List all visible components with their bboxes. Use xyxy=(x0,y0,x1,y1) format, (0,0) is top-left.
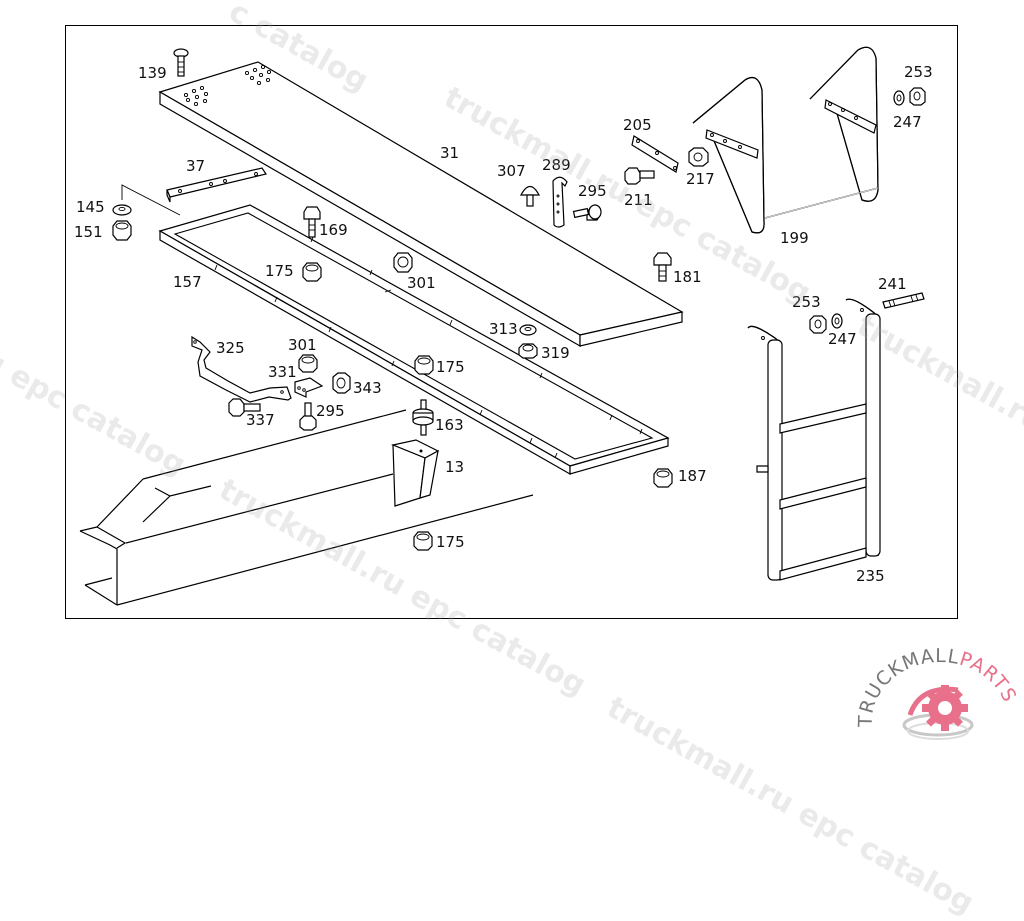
callout-145[interactable]: 145 xyxy=(76,198,105,216)
bolt-337[interactable] xyxy=(228,398,261,417)
callout-151[interactable]: 151 xyxy=(74,223,103,241)
callout-199[interactable]: 199 xyxy=(780,229,809,247)
gear-icon xyxy=(902,685,974,740)
bolt-181[interactable] xyxy=(653,252,672,282)
callout-31[interactable]: 31 xyxy=(440,144,459,162)
fastener-307[interactable] xyxy=(520,185,540,207)
nut-187[interactable] xyxy=(653,468,673,488)
callout-217[interactable]: 217 xyxy=(686,170,715,188)
callout-247-upper[interactable]: 247 xyxy=(893,113,922,131)
callout-163[interactable]: 163 xyxy=(435,416,464,434)
callout-13[interactable]: 13 xyxy=(445,458,464,476)
callout-295-upper[interactable]: 295 xyxy=(578,182,607,200)
nut-175-lower[interactable] xyxy=(413,531,433,551)
logo-text-accent: PARTS xyxy=(957,648,1021,706)
parts-diagram: 139 31 37 145 151 157 169 175 301 307 28… xyxy=(74,46,933,606)
nut-319[interactable] xyxy=(518,343,538,359)
nut-253-lower[interactable] xyxy=(809,315,827,334)
truckmall-parts-logo[interactable]: TRUCKMALLPARTS xyxy=(850,645,1024,750)
chassis-rail[interactable] xyxy=(79,409,534,606)
callout-37[interactable]: 37 xyxy=(186,157,205,175)
rubber-mount-163[interactable] xyxy=(412,399,434,436)
board-holes xyxy=(183,64,272,107)
callout-175-upper[interactable]: 175 xyxy=(265,262,294,280)
callout-325[interactable]: 325 xyxy=(216,339,245,357)
callout-211[interactable]: 211 xyxy=(624,191,653,209)
callout-139[interactable]: 139 xyxy=(138,64,167,82)
washer-247-upper[interactable] xyxy=(893,90,905,106)
bracket-199[interactable] xyxy=(692,46,879,234)
callout-301-upper[interactable]: 301 xyxy=(407,274,436,292)
callout-241[interactable]: 241 xyxy=(878,275,907,293)
plate-331[interactable] xyxy=(294,377,324,398)
ladder-235[interactable] xyxy=(747,298,881,581)
callout-289[interactable]: 289 xyxy=(542,156,571,174)
callout-295-lower[interactable]: 295 xyxy=(316,402,345,420)
bolt-211[interactable] xyxy=(624,167,655,185)
frame-157[interactable] xyxy=(158,204,670,476)
callout-247-lower[interactable]: 247 xyxy=(828,330,857,348)
nut-301-lower[interactable] xyxy=(298,354,318,373)
nut-253-upper[interactable] xyxy=(909,87,926,106)
bracket-325[interactable] xyxy=(191,335,292,403)
leader-145 xyxy=(121,184,181,216)
callout-331[interactable]: 331 xyxy=(268,363,297,381)
callout-175-lower[interactable]: 175 xyxy=(436,533,465,551)
bolt-295-upper[interactable] xyxy=(572,204,602,221)
platform-board[interactable] xyxy=(158,61,684,348)
stud-241[interactable] xyxy=(882,292,925,309)
callout-253-lower[interactable]: 253 xyxy=(792,293,821,311)
callout-253-upper[interactable]: 253 xyxy=(904,63,933,81)
nut-175-middle[interactable] xyxy=(414,355,434,375)
nut-175-upper[interactable] xyxy=(302,262,322,282)
callout-313[interactable]: 313 xyxy=(489,320,518,338)
bolt-169[interactable] xyxy=(303,206,321,238)
bolt-295-lower[interactable] xyxy=(299,402,317,431)
strip-37[interactable] xyxy=(166,167,267,203)
nut-343[interactable] xyxy=(332,372,351,394)
callout-187[interactable]: 187 xyxy=(678,467,707,485)
callout-157[interactable]: 157 xyxy=(173,273,202,291)
callout-343[interactable]: 343 xyxy=(353,379,382,397)
washer-247-lower[interactable] xyxy=(831,313,843,329)
nut-301-upper[interactable] xyxy=(393,252,413,273)
callout-301-lower[interactable]: 301 xyxy=(288,336,317,354)
washer-313[interactable] xyxy=(519,324,537,336)
bracket-13[interactable] xyxy=(390,439,440,507)
washer-145[interactable] xyxy=(112,204,132,216)
callout-307[interactable]: 307 xyxy=(497,162,526,180)
callout-319[interactable]: 319 xyxy=(541,344,570,362)
clip-289[interactable] xyxy=(552,176,568,228)
nut-217[interactable] xyxy=(688,147,709,167)
callout-175-middle[interactable]: 175 xyxy=(436,358,465,376)
nut-151[interactable] xyxy=(112,220,132,241)
bolt-139[interactable] xyxy=(173,48,189,77)
strap-205[interactable] xyxy=(631,135,679,173)
callout-169[interactable]: 169 xyxy=(319,221,348,239)
callout-181[interactable]: 181 xyxy=(673,268,702,286)
callout-235[interactable]: 235 xyxy=(856,567,885,585)
callout-205[interactable]: 205 xyxy=(623,116,652,134)
diagram-frame xyxy=(65,25,958,619)
callout-337[interactable]: 337 xyxy=(246,411,275,429)
